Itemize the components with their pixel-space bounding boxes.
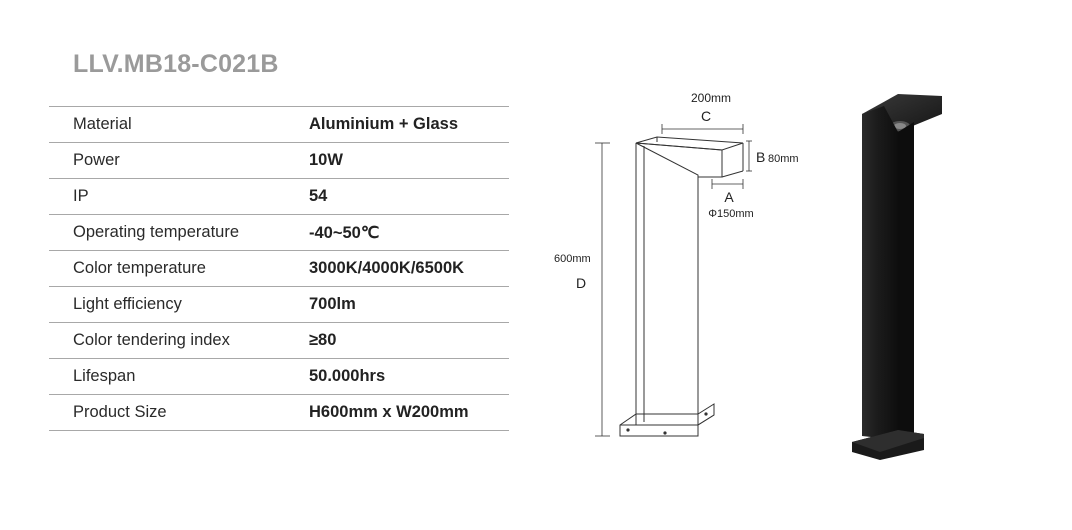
dim-a-value: Φ150mm <box>708 208 753 220</box>
spec-label: Power <box>49 142 309 179</box>
lamp-column-side <box>898 122 914 440</box>
spec-value: Aluminium + Glass <box>309 106 509 143</box>
table-row: Lifespan 50.000hrs <box>49 358 509 395</box>
spec-value: -40~50℃ <box>309 214 509 251</box>
lamp-base-top <box>852 430 924 452</box>
bolt-hole <box>663 431 667 435</box>
table-row: Power 10W <box>49 142 509 179</box>
spec-table: Material Aluminium + Glass Power 10W IP … <box>49 106 509 431</box>
table-row: Material Aluminium + Glass <box>49 106 509 143</box>
spec-label: IP <box>49 178 309 215</box>
spec-label: Color temperature <box>49 250 309 287</box>
bollard-outline <box>619 136 744 437</box>
dim-a-letter: A <box>724 189 734 205</box>
spec-value: 10W <box>309 142 509 179</box>
product-title: LLV.MB18-C021B <box>73 50 279 78</box>
table-row: Color tendering index ≥80 <box>49 322 509 359</box>
table-row: Light efficiency 700lm <box>49 286 509 323</box>
product-photo <box>852 94 942 460</box>
spec-value: 54 <box>309 178 509 215</box>
spec-value: H600mm x W200mm <box>309 394 509 431</box>
dim-b-value: 80mm <box>768 153 799 165</box>
dimension-drawing: 200mm C B 80mm A Φ150mm 600mm D <box>554 91 799 437</box>
table-row: Product Size H600mm x W200mm <box>49 394 509 431</box>
spec-value: ≥80 <box>309 322 509 359</box>
dim-c-value: 200mm <box>691 91 731 105</box>
bolt-hole <box>626 428 630 432</box>
dim-c-letter: C <box>701 108 711 124</box>
spec-label: Operating temperature <box>49 214 309 251</box>
spec-label: Light efficiency <box>49 286 309 323</box>
dim-d-letter: D <box>576 275 586 291</box>
table-row: Operating temperature -40~50℃ <box>49 214 509 251</box>
table-row: Color temperature 3000K/4000K/6500K <box>49 250 509 287</box>
spec-value: 700lm <box>309 286 509 323</box>
spec-label: Material <box>49 106 309 143</box>
lamp-lens-inner <box>894 123 906 129</box>
spec-label: Color tendering index <box>49 322 309 359</box>
table-row: IP 54 <box>49 178 509 215</box>
bolt-hole <box>704 412 708 416</box>
lamp-column <box>862 106 898 440</box>
spec-label: Product Size <box>49 394 309 431</box>
spec-value: 50.000hrs <box>309 358 509 395</box>
spec-value: 3000K/4000K/6500K <box>309 250 509 287</box>
spec-label: Lifespan <box>49 358 309 395</box>
dim-d-value: 600mm <box>554 253 591 265</box>
dim-b-letter: B <box>756 149 765 165</box>
